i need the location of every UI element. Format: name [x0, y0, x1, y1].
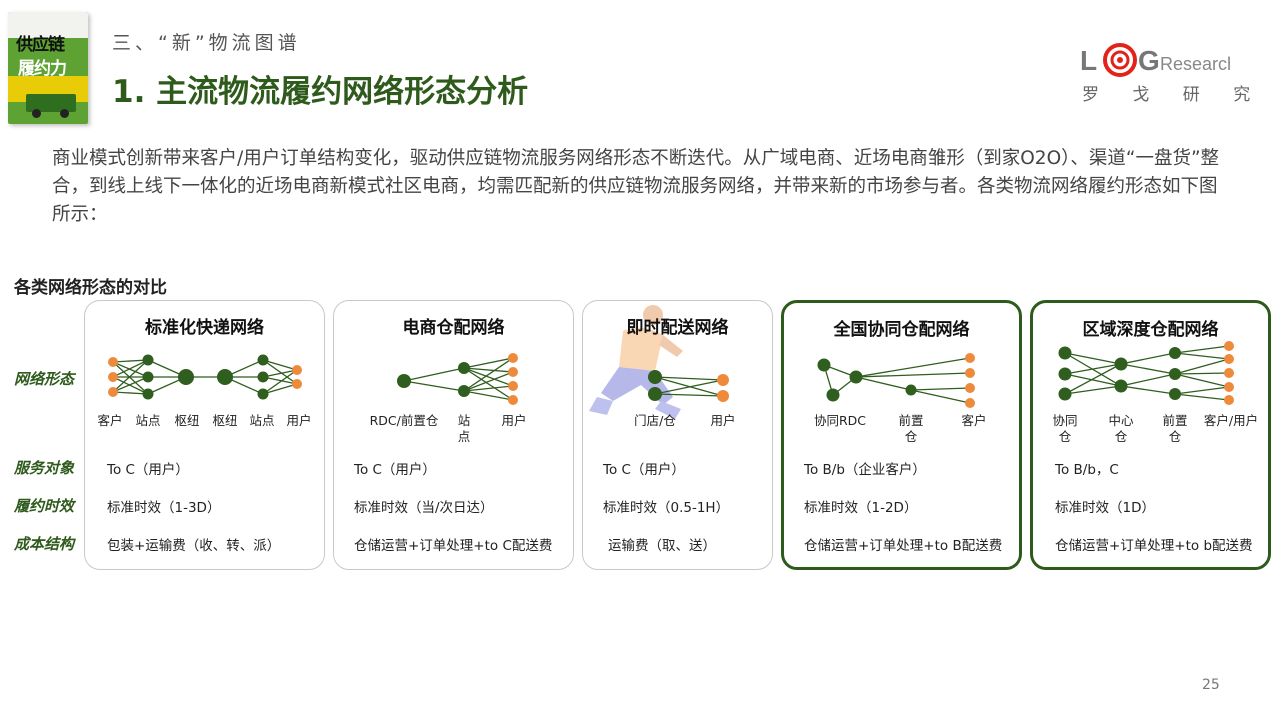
service-target: To C（用户）	[603, 462, 685, 478]
row-label-cost-structure: 成本结构	[14, 535, 75, 553]
cost-structure: 仓储运营+订单处理+to B配送费	[804, 538, 1003, 554]
network-diagram	[397, 353, 518, 405]
node-label: 站点	[249, 413, 275, 428]
node-label: 客户	[961, 413, 987, 428]
logo-target-icon	[1103, 43, 1137, 77]
cost-structure: 仓储运营+订单处理+to C配送费	[354, 538, 553, 554]
book-title-line1: 供应链	[16, 35, 65, 55]
book-cover-image: 供应链 履约力	[8, 12, 88, 124]
logo-letter-g: G	[1138, 45, 1160, 76]
card-title: 标准化快递网络	[145, 318, 264, 338]
fulfillment-time: 标准时效（1D）	[1055, 500, 1155, 516]
cost-structure: 仓储运营+订单处理+to b配送费	[1055, 538, 1253, 554]
comparison-heading: 各类网络形态的对比	[14, 278, 167, 298]
fulfillment-time: 标准时效（1-2D）	[804, 500, 918, 516]
card-title: 电商仓配网络	[402, 318, 505, 338]
node-label: 协同仓	[1052, 413, 1078, 444]
service-target: To B/b（企业客户）	[804, 462, 926, 478]
fulfillment-time: 标准时效（当/次日达）	[354, 500, 494, 516]
node-label: 站点	[135, 413, 161, 428]
network-diagram	[648, 370, 729, 402]
row-label-network-form: 网络形态	[14, 370, 75, 388]
cost-structure: 运输费（取、送）	[608, 538, 716, 554]
node-label: 协同RDC	[813, 413, 867, 428]
node-label: 客户	[97, 413, 123, 428]
service-target: To B/b，C	[1055, 462, 1119, 478]
fulfillment-time: 标准时效（0.5-1H）	[603, 500, 730, 516]
node-label: 用户	[286, 413, 312, 428]
card-title: 全国协同仓配网络	[833, 320, 970, 340]
logo-chinese-name: 罗 戈 研 究	[1082, 85, 1265, 105]
node-label: 前置仓	[1162, 413, 1188, 444]
row-label-fulfillment-time: 履约时效	[14, 497, 75, 515]
network-diagram	[108, 354, 302, 400]
node-label: RDC/前置仓	[369, 413, 439, 428]
card-title: 即时配送网络	[626, 318, 729, 338]
card-national-collaborative-network: 全国协同仓配网络 协同RDC 前置仓 客户 To B/b（企业客户） 标准时效（…	[781, 300, 1022, 570]
logo-letter-l: L	[1080, 45, 1097, 76]
card-regional-deep-network: 区域深度仓配网络 协同仓 中心仓 前置仓 客户/用户 To B/b，C 标准时效…	[1030, 300, 1271, 570]
card-ecommerce-warehouse-network: 电商仓配网络 RDC/前置仓 站点 用户 To C（用户） 标准时效（当/次日达…	[333, 300, 574, 570]
logo-research: Research	[1160, 54, 1230, 74]
page-number: 25	[1202, 677, 1220, 693]
book-title-line2: 履约力	[18, 59, 67, 79]
page-title: 1. 主流物流履约网络形态分析	[112, 74, 529, 110]
service-target: To C（用户）	[354, 462, 436, 478]
node-label: 用户	[710, 413, 736, 428]
logo: L G Research	[1080, 40, 1230, 80]
intro-paragraph: 商业模式创新带来客户/用户订单结构变化，驱动供应链物流服务网络形态不断迭代。从广…	[52, 148, 1220, 225]
network-diagram	[1058, 341, 1234, 405]
node-label: 前置仓	[898, 413, 924, 444]
node-label: 客户/用户	[1203, 413, 1259, 428]
node-label: 枢纽	[212, 413, 238, 428]
network-diagram	[817, 353, 975, 408]
card-instant-delivery-network: 即时配送网络 门店/仓 用户 To C（用户） 标准时效（0.5-1H） 运输费…	[582, 300, 773, 570]
cost-structure: 包装+运输费（收、转、派）	[107, 538, 281, 554]
row-label-service-target: 服务对象	[14, 459, 75, 477]
node-label: 站点	[457, 413, 471, 444]
node-label: 用户	[501, 413, 527, 428]
card-title: 区域深度仓配网络	[1082, 320, 1219, 340]
node-label: 中心仓	[1108, 413, 1134, 444]
card-express-network: 标准化快递网络 客户 站点 枢纽 枢纽 站点 用户 To C（用户） 标准时效（…	[84, 300, 325, 570]
service-target: To C（用户）	[107, 462, 189, 478]
section-heading: 三、“新”物流图谱	[112, 32, 301, 54]
fulfillment-time: 标准时效（1-3D）	[107, 500, 221, 516]
node-label: 枢纽	[174, 413, 200, 428]
node-label: 门店/仓	[634, 413, 676, 428]
